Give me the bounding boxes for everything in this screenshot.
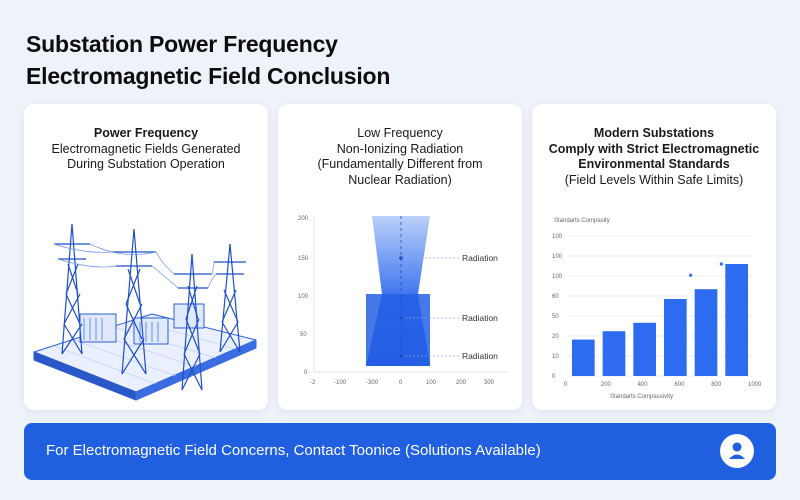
x-tick: -100	[334, 380, 347, 386]
x-tick: 200	[601, 382, 612, 388]
y-tick: 0	[552, 374, 556, 380]
bar	[725, 264, 749, 376]
card-compliance: Modern Substations Comply with Strict El…	[532, 104, 776, 410]
card-heading-line: Low Frequency	[357, 126, 443, 140]
card-heading-line: Electromagnetic Fields Generated	[51, 141, 241, 156]
y-tick: 0	[304, 370, 308, 376]
x-tick: 300	[484, 380, 495, 386]
card-heading-line: Nuclear Radiation)	[348, 172, 452, 187]
bar	[633, 322, 657, 376]
data-point	[689, 273, 693, 277]
contact-banner[interactable]: For Electromagnetic Field Concerns, Cont…	[24, 423, 776, 480]
user-icon	[729, 442, 745, 459]
substation-illustration	[33, 223, 257, 401]
card-heading-line: Non-Ionizing Radiation	[336, 141, 464, 156]
x-tick: -2	[310, 380, 316, 386]
card-heading: Low Frequency Non-Ionizing Radiation (Fu…	[278, 126, 522, 188]
card-heading: Modern Substations Comply with Strict El…	[532, 126, 776, 188]
y-tick: 20	[552, 334, 559, 340]
y-tick: 100	[552, 254, 563, 260]
x-tick: 600	[674, 382, 685, 388]
card-emf-generation: Power Frequency Electromagnetic Fields G…	[24, 104, 268, 410]
bar	[571, 339, 595, 376]
contact-text: For Electromagnetic Field Concerns, Cont…	[46, 442, 541, 459]
x-axis-label: Standarts Compassivity	[610, 394, 673, 400]
title-line-1: Substation Power Frequency	[26, 31, 338, 57]
y-tick: 200	[298, 216, 309, 222]
y-tick: 50	[300, 332, 307, 338]
radiation-label: Radiation	[462, 351, 498, 361]
x-tick: 400	[638, 382, 649, 388]
x-tick: 200	[456, 380, 467, 386]
radiation-point	[399, 256, 403, 260]
x-tick: 800	[711, 382, 722, 388]
x-tick: 100	[426, 380, 437, 386]
card-heading-line: Modern Substations	[593, 126, 715, 140]
radiation-chart: 200 150 100 50 0 -2 -100 -300 0 100 200 …	[298, 216, 508, 386]
contact-button[interactable]	[720, 434, 754, 468]
y-tick: 150	[298, 256, 309, 262]
y-tick: 10	[552, 354, 559, 360]
x-tick: 0	[564, 382, 568, 388]
x-tick: 0	[399, 380, 403, 386]
chart-title: Standarts Compasity	[554, 218, 610, 224]
bar	[663, 299, 687, 376]
radiation-label: Radiation	[462, 253, 498, 263]
title-line-2: Electromagnetic Field Conclusion	[26, 63, 391, 89]
bar	[602, 331, 626, 376]
card-heading-line: Power Frequency	[93, 126, 199, 140]
card-heading-line: (Field Levels Within Safe Limits)	[564, 172, 744, 187]
card-non-ionizing: Low Frequency Non-Ionizing Radiation (Fu…	[278, 104, 522, 410]
card-heading-line: Comply with Strict Electromagnetic	[548, 141, 760, 156]
bar	[694, 289, 718, 376]
y-tick: 60	[552, 294, 559, 300]
radiation-point	[399, 354, 403, 358]
y-tick: 100	[552, 274, 563, 280]
radiation-point	[399, 316, 403, 320]
card-heading: Power Frequency Electromagnetic Fields G…	[24, 126, 268, 173]
x-tick: 1000	[748, 382, 762, 388]
page-title: Substation Power Frequency Electromagnet…	[26, 28, 546, 92]
x-tick: -300	[366, 380, 379, 386]
card-heading-line: (Fundamentally Different from	[317, 157, 483, 171]
data-point	[719, 262, 723, 266]
compliance-bar-chart: Standarts Compasity 0 10 20 50 60 100 100 100 0…	[552, 218, 762, 400]
y-tick: 100	[552, 234, 563, 240]
y-tick: 50	[552, 314, 559, 320]
card-heading-line: During Substation Operation	[67, 157, 225, 171]
radiation-band	[366, 294, 430, 366]
y-tick: 100	[298, 294, 309, 300]
radiation-label: Radiation	[462, 313, 498, 323]
card-heading-line: Environmental Standards	[578, 157, 730, 171]
